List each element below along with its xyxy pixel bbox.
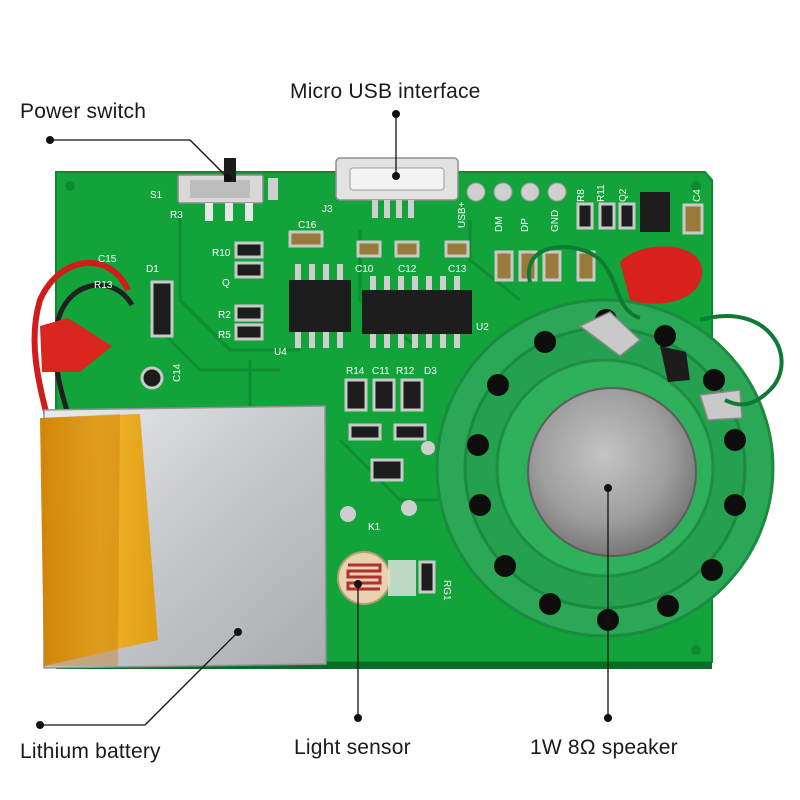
- battery-wiring: [31, 260, 135, 421]
- lithium-battery: [40, 405, 327, 669]
- ic-q2: [640, 192, 670, 232]
- ic-u2: [362, 276, 472, 348]
- speaker-lead-wire: [526, 245, 784, 407]
- leader-dot-icon: [354, 580, 362, 588]
- silk-c10: C10: [355, 264, 374, 275]
- silk-c11: C11: [372, 366, 390, 377]
- leader-lines: [40, 114, 609, 726]
- silkscreen-labels: S1 R3 C16 J3 USB+ DM DP GND R8 R11 Q2 C4…: [94, 184, 703, 601]
- silk-q2: Q2: [618, 188, 629, 202]
- silk-c16: C16: [298, 220, 317, 231]
- silk-r12: R12: [396, 366, 415, 377]
- silk-r13: R13: [94, 280, 113, 291]
- silk-s1: S1: [150, 190, 163, 201]
- silk-c4: C4: [692, 189, 703, 202]
- silk-rg1: RG1: [441, 580, 452, 601]
- leader-dot-icon: [604, 714, 612, 722]
- micro-usb-label: Micro USB interface: [290, 80, 481, 103]
- leader-dots: [36, 110, 612, 729]
- speaker-assembly: [435, 298, 775, 638]
- silk-c12: C12: [398, 264, 417, 275]
- silk-r14: R14: [346, 366, 365, 377]
- silk-d1: D1: [146, 264, 159, 275]
- silk-dp: DP: [520, 218, 531, 232]
- silk-dm: DM: [494, 216, 505, 232]
- leader-dot-icon: [36, 721, 44, 729]
- silk-u2: U2: [476, 322, 489, 333]
- ic-u4: [289, 264, 351, 348]
- silk-r3: R3: [170, 210, 183, 221]
- power-switch: [177, 158, 278, 221]
- silk-r10: R10: [212, 248, 231, 259]
- silk-k1: K1: [368, 522, 381, 533]
- leader-dot-icon: [392, 110, 400, 118]
- silk-usb-plus: USB+: [457, 201, 468, 228]
- leader-dot-icon: [46, 136, 54, 144]
- usb-test-pads: [466, 182, 567, 202]
- speaker-label: 1W 8Ω speaker: [530, 736, 678, 759]
- power-switch-label: Power switch: [20, 100, 147, 123]
- light-sensor-ldr: [337, 551, 416, 605]
- silk-r11: R11: [596, 184, 607, 202]
- leader-dot-icon: [234, 628, 242, 636]
- silk-j3: J3: [322, 204, 333, 215]
- leader-dot-icon: [354, 714, 362, 722]
- silk-u4: U4: [274, 347, 287, 358]
- silk-c14: C14: [172, 363, 183, 382]
- leader-dot-icon: [224, 174, 232, 182]
- silk-r2: R2: [218, 310, 231, 321]
- silk-d3: D3: [424, 366, 437, 377]
- lithium-battery-label: Lithium battery: [20, 740, 161, 763]
- silk-r5: R5: [218, 330, 231, 341]
- leader-dot-icon: [392, 172, 400, 180]
- silk-c15: C15: [98, 254, 117, 265]
- leader-dot-icon: [604, 484, 612, 492]
- silk-q: Q: [222, 278, 230, 289]
- silk-r8: R8: [576, 189, 587, 202]
- silk-c13: C13: [448, 264, 467, 275]
- light-sensor-label: Light sensor: [294, 736, 411, 759]
- silk-gnd: GND: [550, 210, 561, 232]
